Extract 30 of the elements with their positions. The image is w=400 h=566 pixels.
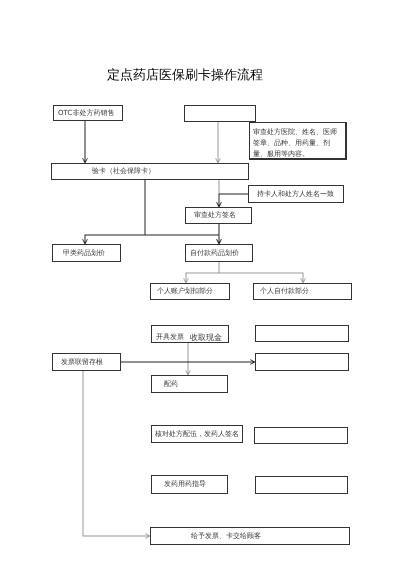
arrow [215, 122, 221, 164]
empty-box [255, 353, 349, 371]
arrow [216, 194, 248, 208]
box-text: 收取现金 [190, 332, 222, 342]
empty-box [254, 427, 348, 444]
arrow [120, 359, 256, 365]
process-box [52, 353, 121, 371]
process-box [51, 163, 249, 180]
process-box [52, 244, 121, 262]
empty-box [184, 105, 256, 122]
arrow [218, 262, 306, 284]
arrow [216, 224, 222, 244]
process-box [249, 122, 347, 160]
process-box [151, 375, 228, 393]
process-box [150, 527, 350, 545]
process-box [151, 425, 243, 443]
process-box [151, 325, 229, 343]
empty-box [255, 325, 349, 342]
arrow [82, 120, 88, 164]
process-box [150, 283, 230, 300]
process-box [248, 185, 344, 203]
process-box [185, 207, 252, 224]
arrow [185, 342, 191, 376]
process-box [253, 283, 352, 300]
title: 定点药店医保刷卡操作流程 [106, 67, 264, 84]
process-box [151, 475, 228, 494]
empty-box [255, 476, 348, 494]
process-box [53, 105, 123, 121]
arrow [82, 370, 150, 539]
process-box [185, 244, 253, 262]
